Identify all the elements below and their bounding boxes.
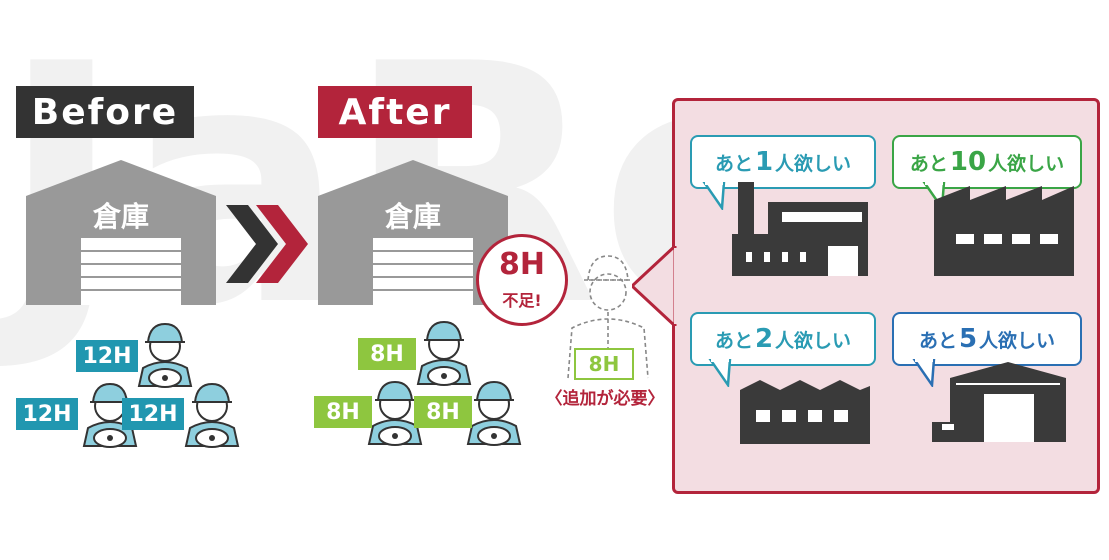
- bubble-prefix: あと: [714, 152, 753, 175]
- factory-icon: [934, 186, 1074, 276]
- factory-icon: [732, 182, 868, 276]
- bubble-number: 10: [949, 147, 987, 177]
- shortage-label: 不足!: [502, 291, 542, 310]
- bubble-tail: [702, 182, 726, 210]
- bubble-suffix: 人欲しい: [988, 152, 1065, 175]
- bubble-tail: [708, 359, 732, 387]
- worker-hours-label: 12H: [76, 340, 138, 372]
- bubble-number: 5: [958, 324, 978, 354]
- bubble-number: 1: [754, 147, 774, 177]
- bubble-number: 2: [754, 324, 774, 354]
- bubble-tail: [912, 359, 936, 387]
- bubble-prefix: あと: [918, 329, 957, 352]
- additional-needed-note: 〈追加が必要〉: [545, 389, 665, 409]
- factory-icon: [740, 380, 870, 444]
- warehouse-before-icon: 倉庫: [26, 160, 216, 305]
- worker-hours-label: 12H: [16, 398, 78, 430]
- warehouse-after-label: 倉庫: [384, 200, 441, 233]
- panel-pointer: [632, 246, 678, 326]
- worker-hours-label: 8H: [314, 396, 372, 428]
- missing-worker-icon: [567, 255, 649, 379]
- chevron-right-icon: [226, 205, 308, 283]
- missing-worker-hours: 8H: [574, 348, 634, 380]
- worker-hours-label: 8H: [414, 396, 472, 428]
- worker-hours-label: 8H: [358, 338, 416, 370]
- bubble-suffix: 人欲しい: [775, 152, 852, 175]
- bubble-prefix: あと: [909, 152, 948, 175]
- warehouse-after-icon: 倉庫: [318, 160, 508, 305]
- bubble-suffix: 人欲しい: [775, 329, 852, 352]
- before-tag: Before: [16, 86, 194, 138]
- after-tag: After: [318, 86, 472, 138]
- bubble-suffix: 人欲しい: [979, 329, 1056, 352]
- shortage-hours: 8H: [499, 247, 545, 282]
- worker-hours-label: 12H: [122, 398, 184, 430]
- shortage-badge: 8H 不足!: [476, 234, 568, 326]
- warehouse-icon: [932, 362, 1066, 442]
- bubble-prefix: あと: [714, 329, 753, 352]
- warehouse-before-label: 倉庫: [92, 200, 149, 233]
- worker-icon: [185, 383, 239, 448]
